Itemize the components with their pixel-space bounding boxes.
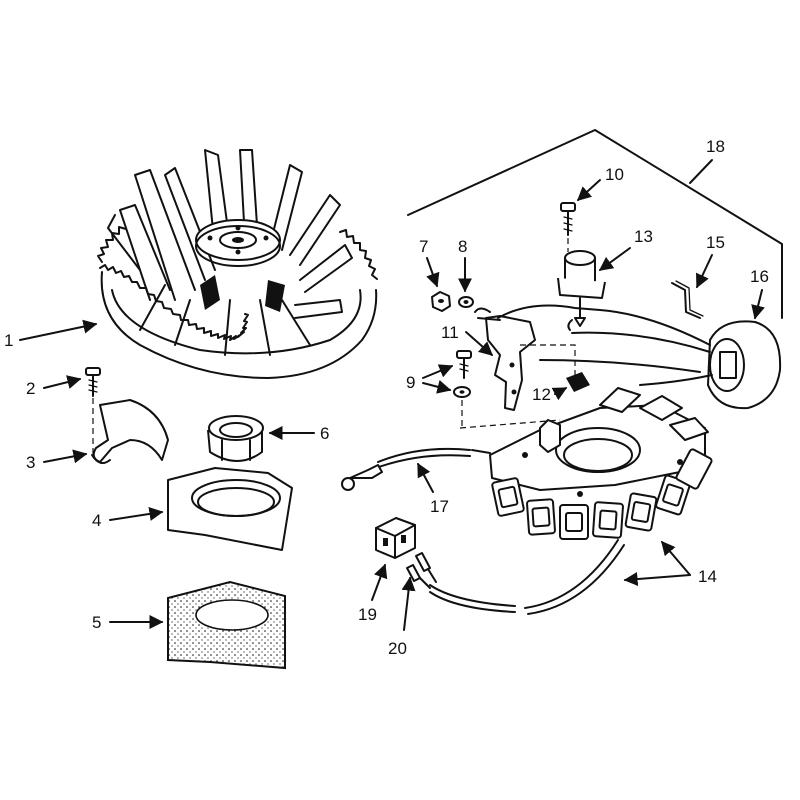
lower-harness-wire <box>429 539 625 615</box>
callout-14: 14 <box>698 567 717 586</box>
callout-19: 19 <box>358 605 377 624</box>
callout-3: 3 <box>26 453 35 472</box>
plate-part-4 <box>167 467 293 551</box>
connector-part-19 <box>375 517 416 559</box>
group-bracket-18 <box>407 129 783 319</box>
leader-7 <box>426 257 440 288</box>
callout-9: 9 <box>406 373 415 392</box>
leader-14b <box>623 572 691 587</box>
terminals-part-20 <box>406 552 437 589</box>
callout-4: 4 <box>92 511 101 530</box>
callout-labels: 1 2 3 4 5 6 7 8 9 10 11 12 13 14 15 16 1… <box>4 137 769 658</box>
leader-4 <box>109 506 164 521</box>
callout-6: 6 <box>320 424 329 443</box>
callout-12: 12 <box>532 385 551 404</box>
callout-1: 1 <box>4 331 13 350</box>
leader-15 <box>696 254 713 289</box>
callout-15: 15 <box>706 233 725 252</box>
nut-part-7 <box>431 291 451 312</box>
callout-2: 2 <box>26 379 35 398</box>
leader-9b <box>422 380 452 394</box>
leader-19 <box>371 563 388 601</box>
leader-11 <box>465 331 494 356</box>
callout-7: 7 <box>419 237 428 256</box>
callout-11: 11 <box>441 323 459 342</box>
leader-1 <box>19 319 98 341</box>
leader-14a <box>661 540 691 576</box>
bracket-part-3 <box>91 399 169 465</box>
condenser-part-13 <box>557 250 606 327</box>
cup-part-6 <box>207 415 264 462</box>
leader-9a <box>422 364 454 379</box>
callout-18: 18 <box>706 137 725 156</box>
flywheel <box>97 149 378 379</box>
screw-washer-part-9 <box>453 350 472 398</box>
leader-13 <box>598 247 631 271</box>
screw-part-10 <box>560 202 576 252</box>
leader-12 <box>551 387 568 401</box>
leader-lines <box>19 159 765 631</box>
callout-20: 20 <box>388 639 407 658</box>
callout-16: 16 <box>750 267 769 286</box>
felt-part-12 <box>566 372 590 392</box>
stator-part-14 <box>489 387 713 540</box>
lead-wire-part-17 <box>341 447 491 491</box>
leader-18 <box>689 159 713 184</box>
callout-17: 17 <box>430 497 449 516</box>
leader-2 <box>43 375 82 389</box>
coil-part-16 <box>707 320 782 410</box>
leader-3 <box>43 449 88 464</box>
breaker-part-11 <box>474 307 536 411</box>
leader-20 <box>401 576 416 631</box>
pad-part-5 <box>167 580 286 670</box>
callout-10: 10 <box>605 165 624 184</box>
washer-part-8 <box>458 296 474 308</box>
wires <box>459 304 713 429</box>
leader-17 <box>417 462 434 493</box>
callout-5: 5 <box>92 613 101 632</box>
leader-10 <box>576 179 601 201</box>
clip-part-15 <box>671 280 704 319</box>
callout-8: 8 <box>458 237 467 256</box>
screw-part-2 <box>85 367 101 455</box>
leader-16 <box>751 289 765 320</box>
callout-13: 13 <box>634 227 653 246</box>
